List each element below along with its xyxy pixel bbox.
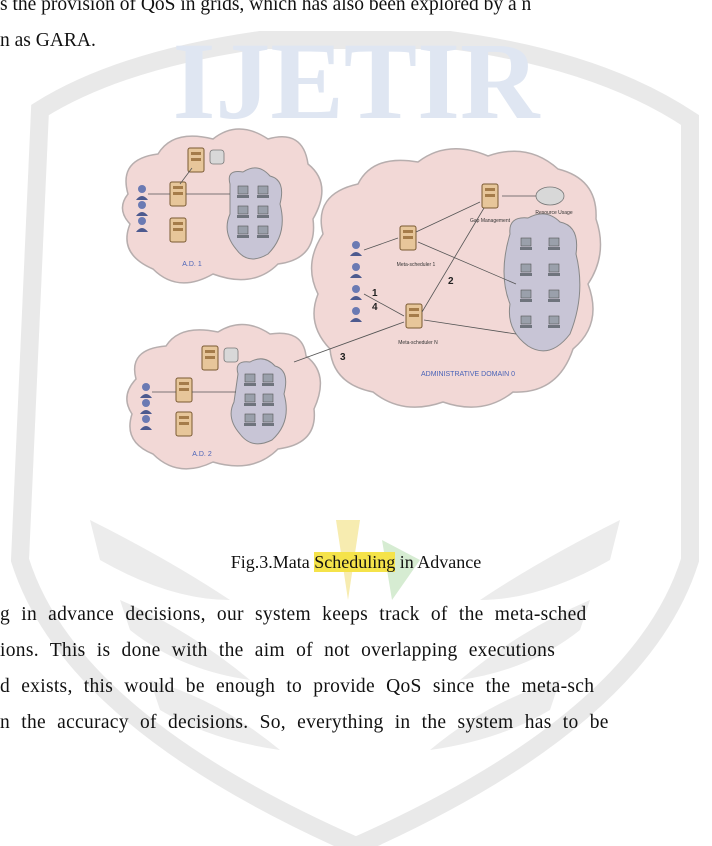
body-text-line: d exists, this would be enough to provid… bbox=[0, 676, 595, 697]
body-text-line: n as GARA. bbox=[0, 30, 96, 51]
resource-usage-label: Resource Usage bbox=[535, 210, 572, 216]
meta-scheduler-1-label: Meta-scheduler 1 bbox=[397, 262, 436, 268]
cloud-ad2: A.D. 2 bbox=[126, 323, 322, 470]
step-number-3: 3 bbox=[340, 352, 346, 363]
body-text-line: g in advance decisions, our system keeps… bbox=[0, 604, 587, 625]
watermark-laurel-left bbox=[90, 520, 280, 750]
watermark-text: IJETIR bbox=[173, 20, 541, 142]
watermark-shield bbox=[10, 31, 699, 846]
ad2-label: A.D. 2 bbox=[192, 451, 212, 458]
body-text-line: n the accuracy of decisions. So, everyth… bbox=[0, 712, 609, 733]
cloud-main: Meta-scheduler 1 Meta-scheduler N Gap Ma… bbox=[310, 148, 602, 408]
cloud-ad1: A.D. 1 bbox=[121, 128, 323, 284]
meta-scheduler-n-label: Meta-scheduler N bbox=[398, 340, 438, 346]
watermark-laurel-right bbox=[430, 520, 620, 750]
step-number-4: 4 bbox=[372, 302, 378, 313]
step-number-2: 2 bbox=[448, 276, 454, 287]
figure-caption: Fig.3.Mata Scheduling in Advance bbox=[0, 552, 712, 573]
caption-prefix: Fig.3.Mata bbox=[230, 552, 315, 572]
body-text-line: ions. This is done with the aim of not o… bbox=[0, 640, 556, 661]
step-number-1: 1 bbox=[372, 288, 378, 299]
body-text-line: s the provision of QoS in grids, which h… bbox=[0, 0, 532, 15]
meta-scheduling-diagram: A.D. 1 A.D. 2 Met bbox=[121, 128, 602, 470]
ad1-label: A.D. 1 bbox=[182, 261, 202, 268]
main-domain-label: ADMINISTRATIVE DOMAIN 0 bbox=[421, 371, 515, 378]
gap-management-label: Gap Management bbox=[470, 218, 511, 224]
caption-suffix: in Advance bbox=[395, 552, 482, 572]
caption-highlight: Scheduling bbox=[314, 552, 396, 572]
